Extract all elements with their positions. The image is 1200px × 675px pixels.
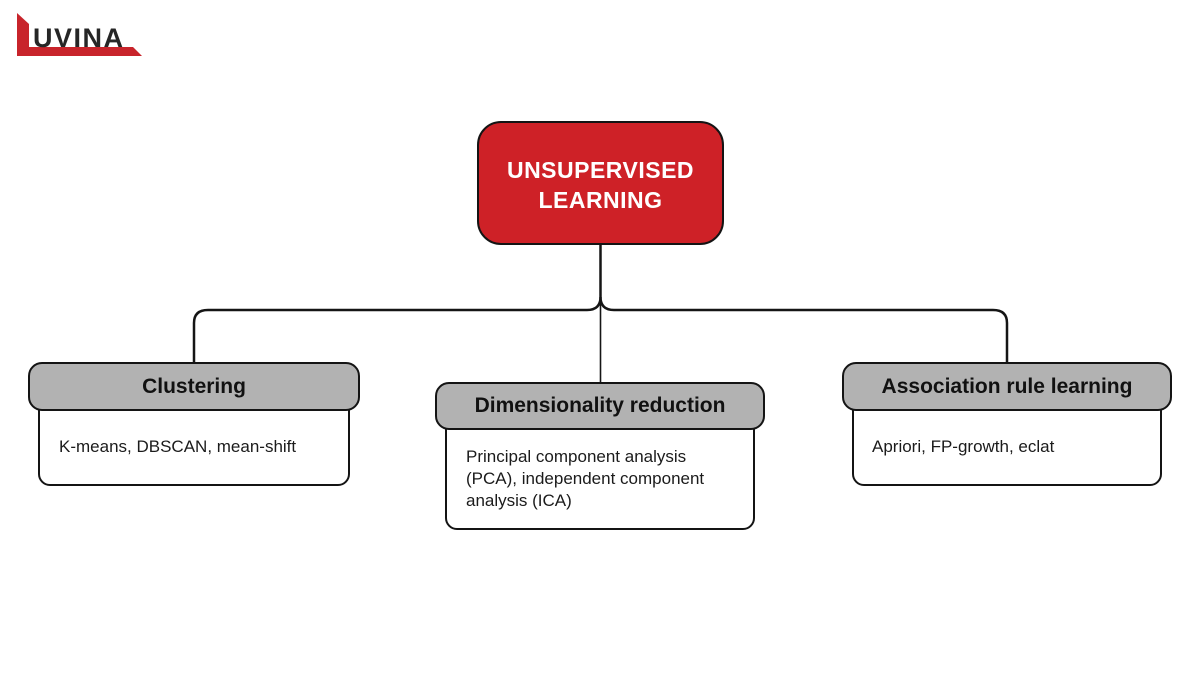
dimensionality-title: Dimensionality reduction	[474, 394, 726, 417]
logo-underline	[17, 47, 142, 56]
connector-root-to-clustering	[192, 245, 602, 362]
root-node-label: UNSUPERVISED LEARNING	[506, 157, 695, 213]
child-node-clustering-header: Clustering	[28, 362, 360, 411]
root-node-unsupervised-learning: UNSUPERVISED LEARNING	[477, 121, 724, 245]
dimensionality-detail-text: Principal component analysis (PCA), inde…	[466, 446, 705, 511]
child-node-association-header: Association rule learning	[842, 362, 1172, 411]
association-title: Association rule learning	[881, 374, 1133, 398]
association-detail-text: Apriori, FP-growth, eclat	[872, 436, 1055, 456]
luvina-logo: UVINA	[14, 10, 146, 58]
clustering-title: Clustering	[142, 374, 246, 398]
logo-brand-text: UVINA	[33, 23, 125, 53]
clustering-detail-text: K-means, DBSCAN, mean-shift	[59, 436, 297, 456]
logo-l-mark	[17, 13, 29, 52]
luvina-logo-graphic: UVINA	[17, 13, 142, 56]
connector-root-to-association	[599, 296, 1009, 362]
child-node-dimensionality-header: Dimensionality reduction	[435, 382, 765, 430]
